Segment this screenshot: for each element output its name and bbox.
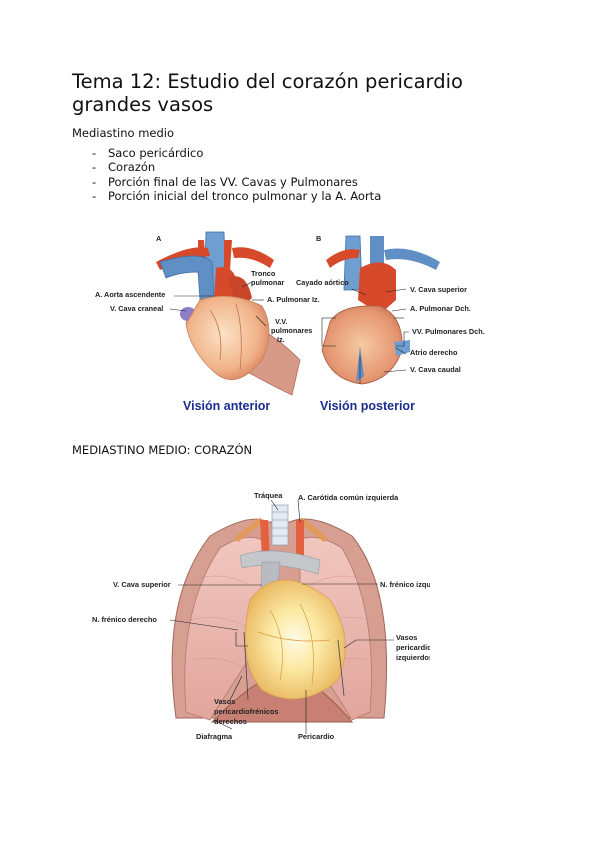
thorax-figure: Tráquea A. Carótida común izquierda V. C… [92, 491, 430, 741]
svg-text:Cayado aórtico: Cayado aórtico [296, 278, 349, 287]
anterior-heart-illustration: A [156, 231, 301, 396]
svg-text:B: B [316, 234, 321, 243]
svg-text:VV. Pulmonares Dch.: VV. Pulmonares Dch. [412, 327, 485, 336]
caption-posterior: Visión posterior [320, 399, 415, 413]
svg-text:V.V.: V.V. [275, 317, 287, 326]
list-item: Saco pericárdico [92, 146, 381, 161]
list-item: Porción final de las VV. Cavas y Pulmona… [92, 175, 381, 190]
section-heading: MEDIASTINO MEDIO: CORAZÓN [72, 443, 253, 457]
svg-text:Iz.: Iz. [277, 335, 285, 344]
svg-text:Tráquea: Tráquea [254, 491, 283, 500]
svg-text:pericardiofrénicos: pericardiofrénicos [396, 643, 430, 652]
svg-text:Vasos: Vasos [396, 633, 417, 642]
svg-text:pulmonar: pulmonar [251, 278, 284, 287]
svg-text:Atrio derecho: Atrio derecho [410, 348, 458, 357]
caption-anterior: Visión anterior [183, 399, 270, 413]
section-subtitle: Mediastino medio [72, 126, 175, 140]
svg-text:izquierdos: izquierdos [396, 653, 430, 662]
svg-text:A: A [156, 234, 162, 243]
svg-text:A. Pulmonar Dch.: A. Pulmonar Dch. [410, 304, 471, 313]
list-item: Corazón [92, 160, 381, 175]
svg-text:N. frénico derecho: N. frénico derecho [92, 615, 157, 624]
svg-text:A. Aorta ascendente: A. Aorta ascendente [95, 290, 165, 299]
svg-text:Diafragma: Diafragma [196, 732, 233, 741]
svg-text:Tronco: Tronco [251, 269, 276, 278]
svg-text:V. Cava superior: V. Cava superior [113, 580, 171, 589]
svg-text:pericardiofrénicos: pericardiofrénicos [214, 707, 278, 716]
svg-text:N. frénico izquierdo: N. frénico izquierdo [380, 580, 430, 589]
posterior-heart-illustration: B [316, 234, 440, 385]
svg-text:V. Cava craneal: V. Cava craneal [110, 304, 163, 313]
svg-text:V. Cava caudal: V. Cava caudal [410, 365, 461, 374]
page-title: Tema 12: Estudio del corazón pericardio … [72, 70, 463, 116]
bullet-list: Saco pericárdico Corazón Porción final d… [92, 146, 381, 203]
heart-views-figure: A B Tronco pulmonar A. Aorta ascendente [95, 231, 485, 413]
svg-text:Vasos: Vasos [214, 697, 235, 706]
thorax-illustration [171, 504, 388, 723]
svg-text:Pericardio: Pericardio [298, 732, 335, 741]
svg-text:A. Carótida común izquierda: A. Carótida común izquierda [298, 493, 399, 502]
svg-text:derechos: derechos [214, 717, 247, 726]
list-item: Porción inicial del tronco pulmonar y la… [92, 189, 381, 204]
svg-text:A. Pulmonar Iz.: A. Pulmonar Iz. [267, 295, 320, 304]
svg-text:pulmonares: pulmonares [271, 326, 312, 335]
svg-text:V. Cava superior: V. Cava superior [410, 285, 467, 294]
